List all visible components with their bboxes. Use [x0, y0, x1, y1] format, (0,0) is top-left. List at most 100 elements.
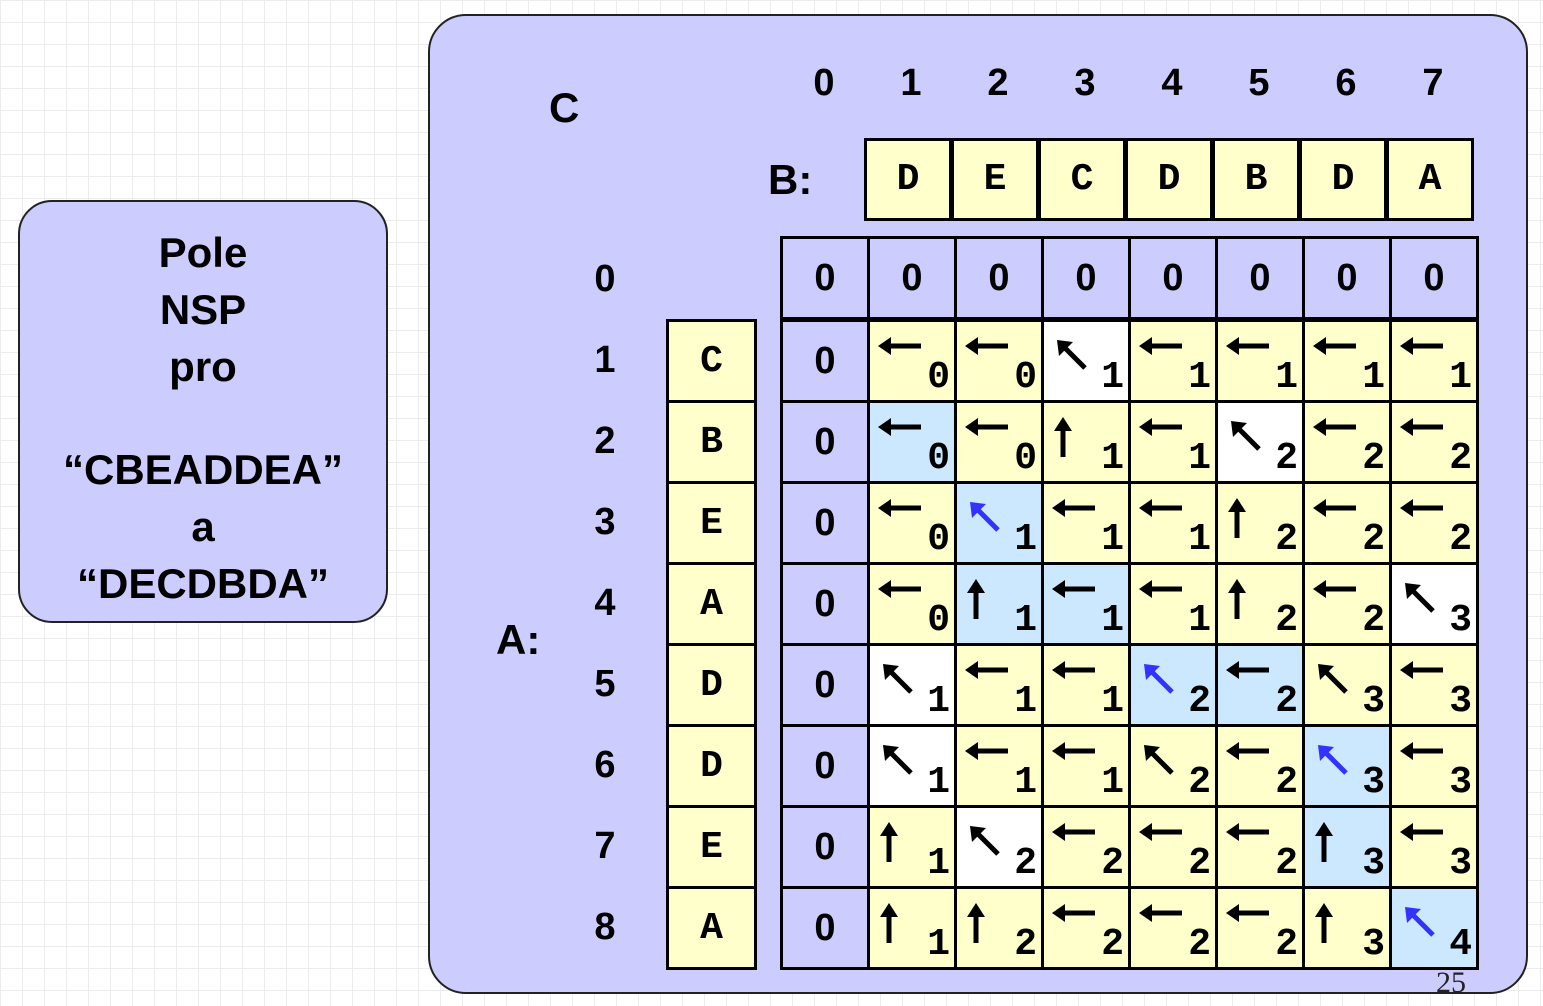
table-cell-zero: 0 — [1302, 236, 1392, 320]
table-cell-zero: 0 — [780, 236, 870, 320]
cell-value: 2 — [1275, 680, 1298, 723]
string-a-char: B — [666, 400, 757, 484]
table-cell-zero: 0 — [867, 236, 957, 320]
table-cell: 2 — [1128, 805, 1218, 889]
cell-value: 2 — [1014, 923, 1037, 966]
table-cell: 1 — [1128, 481, 1218, 565]
table-cell: 3 — [1302, 643, 1392, 727]
cell-value: 2 — [1188, 923, 1211, 966]
table-cell: 3 — [1302, 805, 1392, 889]
column-index: 5 — [1248, 62, 1270, 104]
table-cell: 1 — [1128, 400, 1218, 484]
cell-value: 2 — [1362, 437, 1385, 480]
table-cell: 2 — [1215, 724, 1305, 808]
cell-value: 1 — [1014, 599, 1037, 642]
column-index: 7 — [1422, 62, 1444, 104]
cell-value: 2 — [1188, 842, 1211, 885]
string-a-char: C — [666, 319, 757, 403]
cell-value: 1 — [927, 680, 950, 723]
cell-value: 2 — [1362, 518, 1385, 561]
row-index: 0 — [594, 258, 616, 300]
table-cell: 2 — [1128, 724, 1218, 808]
cell-value: 3 — [1449, 680, 1472, 723]
cell-value: 3 — [1362, 761, 1385, 804]
cell-value: 0 — [927, 437, 950, 480]
cell-value: 1 — [1188, 356, 1211, 399]
table-cell: 2 — [1215, 562, 1305, 646]
cell-value: 0 — [1014, 356, 1037, 399]
cell-value: 1 — [1188, 437, 1211, 480]
table-cell: 1 — [1041, 562, 1131, 646]
table-cell-zero: 0 — [1041, 236, 1131, 320]
cell-value: 1 — [1101, 599, 1124, 642]
table-cell-zero: 0 — [1215, 236, 1305, 320]
table-cell: 2 — [1128, 643, 1218, 727]
cell-value: 1 — [1275, 356, 1298, 399]
table-cell: 3 — [1389, 724, 1479, 808]
cell-value: 1 — [1101, 761, 1124, 804]
table-cell: 1 — [1041, 319, 1131, 403]
cell-value: 2 — [1275, 437, 1298, 480]
cell-value: 3 — [1449, 761, 1472, 804]
cell-value: 2 — [1275, 923, 1298, 966]
table-cell: 1 — [1389, 319, 1479, 403]
table-cell-zero: 0 — [780, 724, 870, 808]
table-cell: 2 — [1215, 886, 1305, 970]
table-cell: 0 — [867, 400, 957, 484]
title-string-b: “DECDBDA” — [77, 560, 329, 607]
table-cell-zero: 0 — [1128, 236, 1218, 320]
string-b-char: E — [951, 138, 1039, 221]
string-b-char: A — [1386, 138, 1474, 221]
table-cell: 1 — [954, 643, 1044, 727]
cell-value: 3 — [1362, 923, 1385, 966]
table-cell: 2 — [1041, 886, 1131, 970]
table-cell: 1 — [867, 886, 957, 970]
table-cell: 2 — [1389, 400, 1479, 484]
title-line: Pole — [158, 229, 248, 276]
title-line: pro — [169, 343, 237, 390]
table-cell: 2 — [1215, 400, 1305, 484]
table-cell: 0 — [867, 319, 957, 403]
table-cell: 1 — [1128, 562, 1218, 646]
table-cell: 0 — [954, 400, 1044, 484]
cell-value: 0 — [927, 599, 950, 642]
row-index: 1 — [594, 339, 616, 381]
table-cell-zero: 0 — [954, 236, 1044, 320]
table-cell: 1 — [1215, 319, 1305, 403]
cell-value: 2 — [1449, 437, 1472, 480]
cell-value: 1 — [927, 761, 950, 804]
cell-value: 3 — [1362, 842, 1385, 885]
string-b-char: D — [864, 138, 952, 221]
cell-value: 0 — [927, 356, 950, 399]
table-cell: 2 — [1215, 805, 1305, 889]
table-cell: 1 — [1302, 319, 1392, 403]
cell-value: 2 — [1014, 842, 1037, 885]
column-index: 3 — [1074, 62, 1096, 104]
table-cell: 1 — [1041, 724, 1131, 808]
cell-value: 2 — [1188, 680, 1211, 723]
table-cell: 2 — [1215, 643, 1305, 727]
table-cell: 3 — [1389, 562, 1479, 646]
row-index: 7 — [594, 825, 616, 867]
string-a-char: D — [666, 724, 757, 808]
title-string-a: “CBEADDEA” — [62, 446, 343, 493]
cell-value: 2 — [1449, 518, 1472, 561]
cell-value: 3 — [1449, 599, 1472, 642]
row-index: 3 — [594, 501, 616, 543]
string-b-char: D — [1125, 138, 1213, 221]
table-cell-zero: 0 — [1389, 236, 1479, 320]
table-cell-zero: 0 — [780, 562, 870, 646]
table-cell: 3 — [1302, 724, 1392, 808]
cell-value: 1 — [1014, 518, 1037, 561]
table-cell: 1 — [1041, 481, 1131, 565]
table-cell: 1 — [867, 805, 957, 889]
cell-value: 1 — [1188, 518, 1211, 561]
table-cell: 1 — [867, 643, 957, 727]
string-b-char: D — [1299, 138, 1387, 221]
slide-number: 25 — [1436, 966, 1466, 999]
row-index: 8 — [594, 906, 616, 948]
table-cell: 1 — [867, 724, 957, 808]
column-index: 6 — [1335, 62, 1357, 104]
string-a-char: E — [666, 481, 757, 565]
table-cell: 2 — [1128, 886, 1218, 970]
